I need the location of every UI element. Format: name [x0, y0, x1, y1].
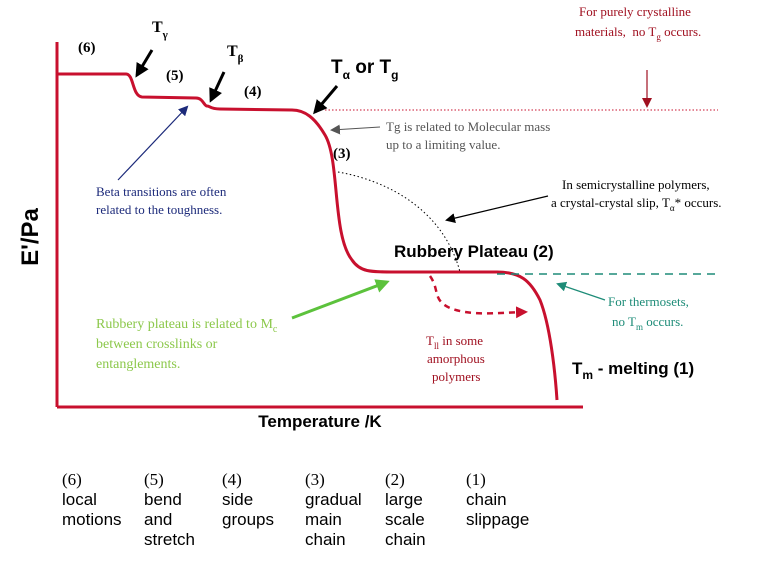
legend-word: local — [62, 490, 97, 509]
rubbery-plateau-label: Rubbery Plateau (2) — [394, 242, 554, 261]
tll-note-line2: amorphous — [427, 351, 485, 366]
x-axis-label: Temperature /K — [258, 412, 382, 431]
legend-word: motions — [62, 510, 122, 529]
legend-col-2: (2) large scale chain — [385, 470, 426, 550]
legend-word: scale — [385, 510, 425, 529]
rubbery-mc-note-line3: entanglements. — [96, 357, 180, 372]
legend-num: (4) — [222, 470, 242, 489]
legend-word: main — [305, 510, 342, 529]
rubbery-mc-arrow — [291, 279, 390, 320]
tm-melting-label: Tm - melting (1) — [572, 359, 694, 382]
beta-arrow — [117, 105, 189, 181]
legend-word: groups — [222, 510, 274, 529]
tll-note-line1: Tll in some — [426, 333, 483, 351]
modulus-curve — [57, 72, 559, 401]
legend-col-3: (3) gradual main chain — [305, 470, 362, 550]
legend-word: chain — [385, 530, 426, 549]
legend-word: stretch — [144, 530, 196, 549]
t-gamma-label: Tγ — [152, 19, 168, 41]
tg-note-line2: up to a limiting value. — [386, 137, 500, 152]
legend-num: (5) — [144, 470, 164, 489]
legend-word: and — [144, 510, 173, 529]
legend-word: gradual — [305, 490, 362, 509]
t-alpha-label: Tα or Tg — [331, 57, 399, 82]
thermoset-note-line1: For thermosets, — [608, 294, 689, 309]
region-label-4: (4) — [244, 84, 262, 100]
region-label-3: (3) — [333, 146, 351, 162]
legend-num: (6) — [62, 470, 82, 489]
legend-num: (3) — [305, 470, 325, 489]
tll-note-line3: polymers — [432, 369, 480, 384]
crystalline-note-line2: materials, no Tg occurs. — [575, 24, 701, 42]
legend-num: (2) — [385, 470, 405, 489]
rubbery-mc-note-line2: between crosslinks or — [96, 337, 218, 352]
semicrystalline-dotted-curve — [337, 171, 461, 273]
tll-dashed-arrow — [428, 275, 528, 319]
tg-arrow — [330, 124, 381, 135]
semi-note-line2: a crystal-crystal slip, Tα* occurs. — [551, 195, 722, 213]
legend-col-5: (5) bend and stretch — [144, 470, 195, 550]
legend-word: chain — [305, 530, 346, 549]
legend-col-6: (6) local motions — [62, 470, 122, 530]
region-label-5: (5) — [166, 68, 184, 84]
legend-word: bend — [144, 490, 182, 509]
diagram-canvas: E'/Pa Temperature /K (6) (5) (4) (3) Tγ … — [17, 4, 722, 431]
beta-note-line2: related to the toughness. — [96, 202, 222, 217]
y-axis-label: E'/Pa — [17, 207, 44, 265]
tg-note-line1: Tg is related to Molecular mass — [386, 119, 550, 134]
thermoset-arrow — [556, 281, 606, 301]
semicrystalline-arrow — [445, 195, 549, 224]
t-beta-label: Tβ — [227, 43, 244, 65]
semi-note-line1: In semicrystalline polymers, — [562, 177, 710, 192]
t-beta-arrow — [209, 71, 226, 103]
crystalline-note: For purely crystalline — [579, 4, 691, 19]
legend-num: (1) — [466, 470, 486, 489]
beta-note-line1: Beta transitions are often — [96, 184, 227, 199]
legend-col-1: (1) chain slippage — [466, 470, 529, 530]
t-gamma-arrow — [135, 49, 154, 78]
legend-col-4: (4) side groups — [222, 470, 274, 530]
rubbery-mc-note-line1: Rubbery plateau is related to Mc — [96, 317, 278, 335]
region-label-6: (6) — [78, 40, 96, 56]
legend-word: side — [222, 490, 254, 509]
legend-word: slippage — [466, 510, 530, 529]
thermoset-note-line2: no Tm occurs. — [612, 314, 683, 332]
legend-word: large — [385, 490, 423, 509]
legend-word: chain — [466, 490, 507, 509]
t-alpha-arrow — [313, 85, 339, 115]
